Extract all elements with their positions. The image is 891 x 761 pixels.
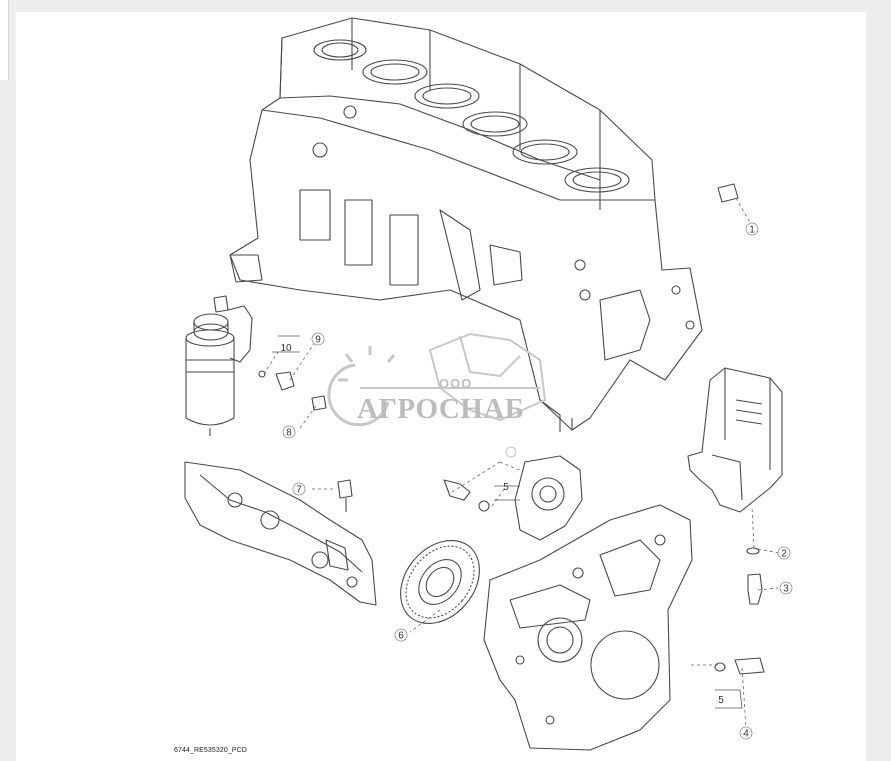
callouts: 1 2 3 4 5 5 6 [280, 222, 793, 740]
ecu-module [687, 367, 783, 513]
diagram-panel: 1 2 3 4 5 5 6 [16, 12, 866, 761]
callout-9: 9 [311, 332, 325, 346]
left-edge-strip [0, 0, 9, 80]
fuel-filter [185, 295, 253, 436]
callout-5-lower: 5 [718, 695, 724, 706]
svg-text:5: 5 [718, 695, 724, 706]
svg-text:7: 7 [296, 485, 302, 496]
leader-lines [263, 197, 781, 729]
pump-cover [514, 455, 583, 541]
exhaust-manifold [184, 461, 377, 606]
svg-text:9: 9 [315, 335, 321, 346]
callout-10: 10 [280, 343, 292, 354]
svg-text:10: 10 [280, 343, 292, 354]
callout-5-upper-circle [505, 446, 517, 458]
watermark-brand: АГРОСНАБ [357, 393, 525, 425]
callout-3: 3 [779, 581, 793, 595]
bracket-lines [272, 335, 743, 709]
small-parts [258, 183, 765, 675]
callout-8: 8 [282, 425, 296, 439]
svg-text:4: 4 [743, 729, 749, 740]
callout-2: 2 [777, 546, 791, 560]
svg-text:5: 5 [503, 482, 509, 493]
svg-text:2: 2 [781, 549, 787, 560]
callout-4: 4 [739, 726, 753, 740]
tone-wheel [400, 539, 480, 625]
diagram-caption: 6744_RE535320_PCD [174, 747, 247, 754]
watermark-ooo: ООО [439, 376, 473, 391]
svg-text:1: 1 [749, 225, 755, 236]
svg-text:3: 3 [783, 584, 789, 595]
svg-text:8: 8 [286, 428, 292, 439]
exploded-parts-diagram: 1 2 3 4 5 5 6 [184, 17, 793, 751]
watermark-logo [327, 332, 547, 427]
callout-1: 1 [745, 222, 759, 236]
engine-block [229, 17, 703, 432]
callout-7: 7 [292, 482, 306, 496]
timing-cover [483, 504, 693, 751]
svg-text:6: 6 [398, 631, 404, 642]
callout-6: 6 [394, 628, 408, 642]
callout-5-upper: 5 [503, 482, 509, 493]
